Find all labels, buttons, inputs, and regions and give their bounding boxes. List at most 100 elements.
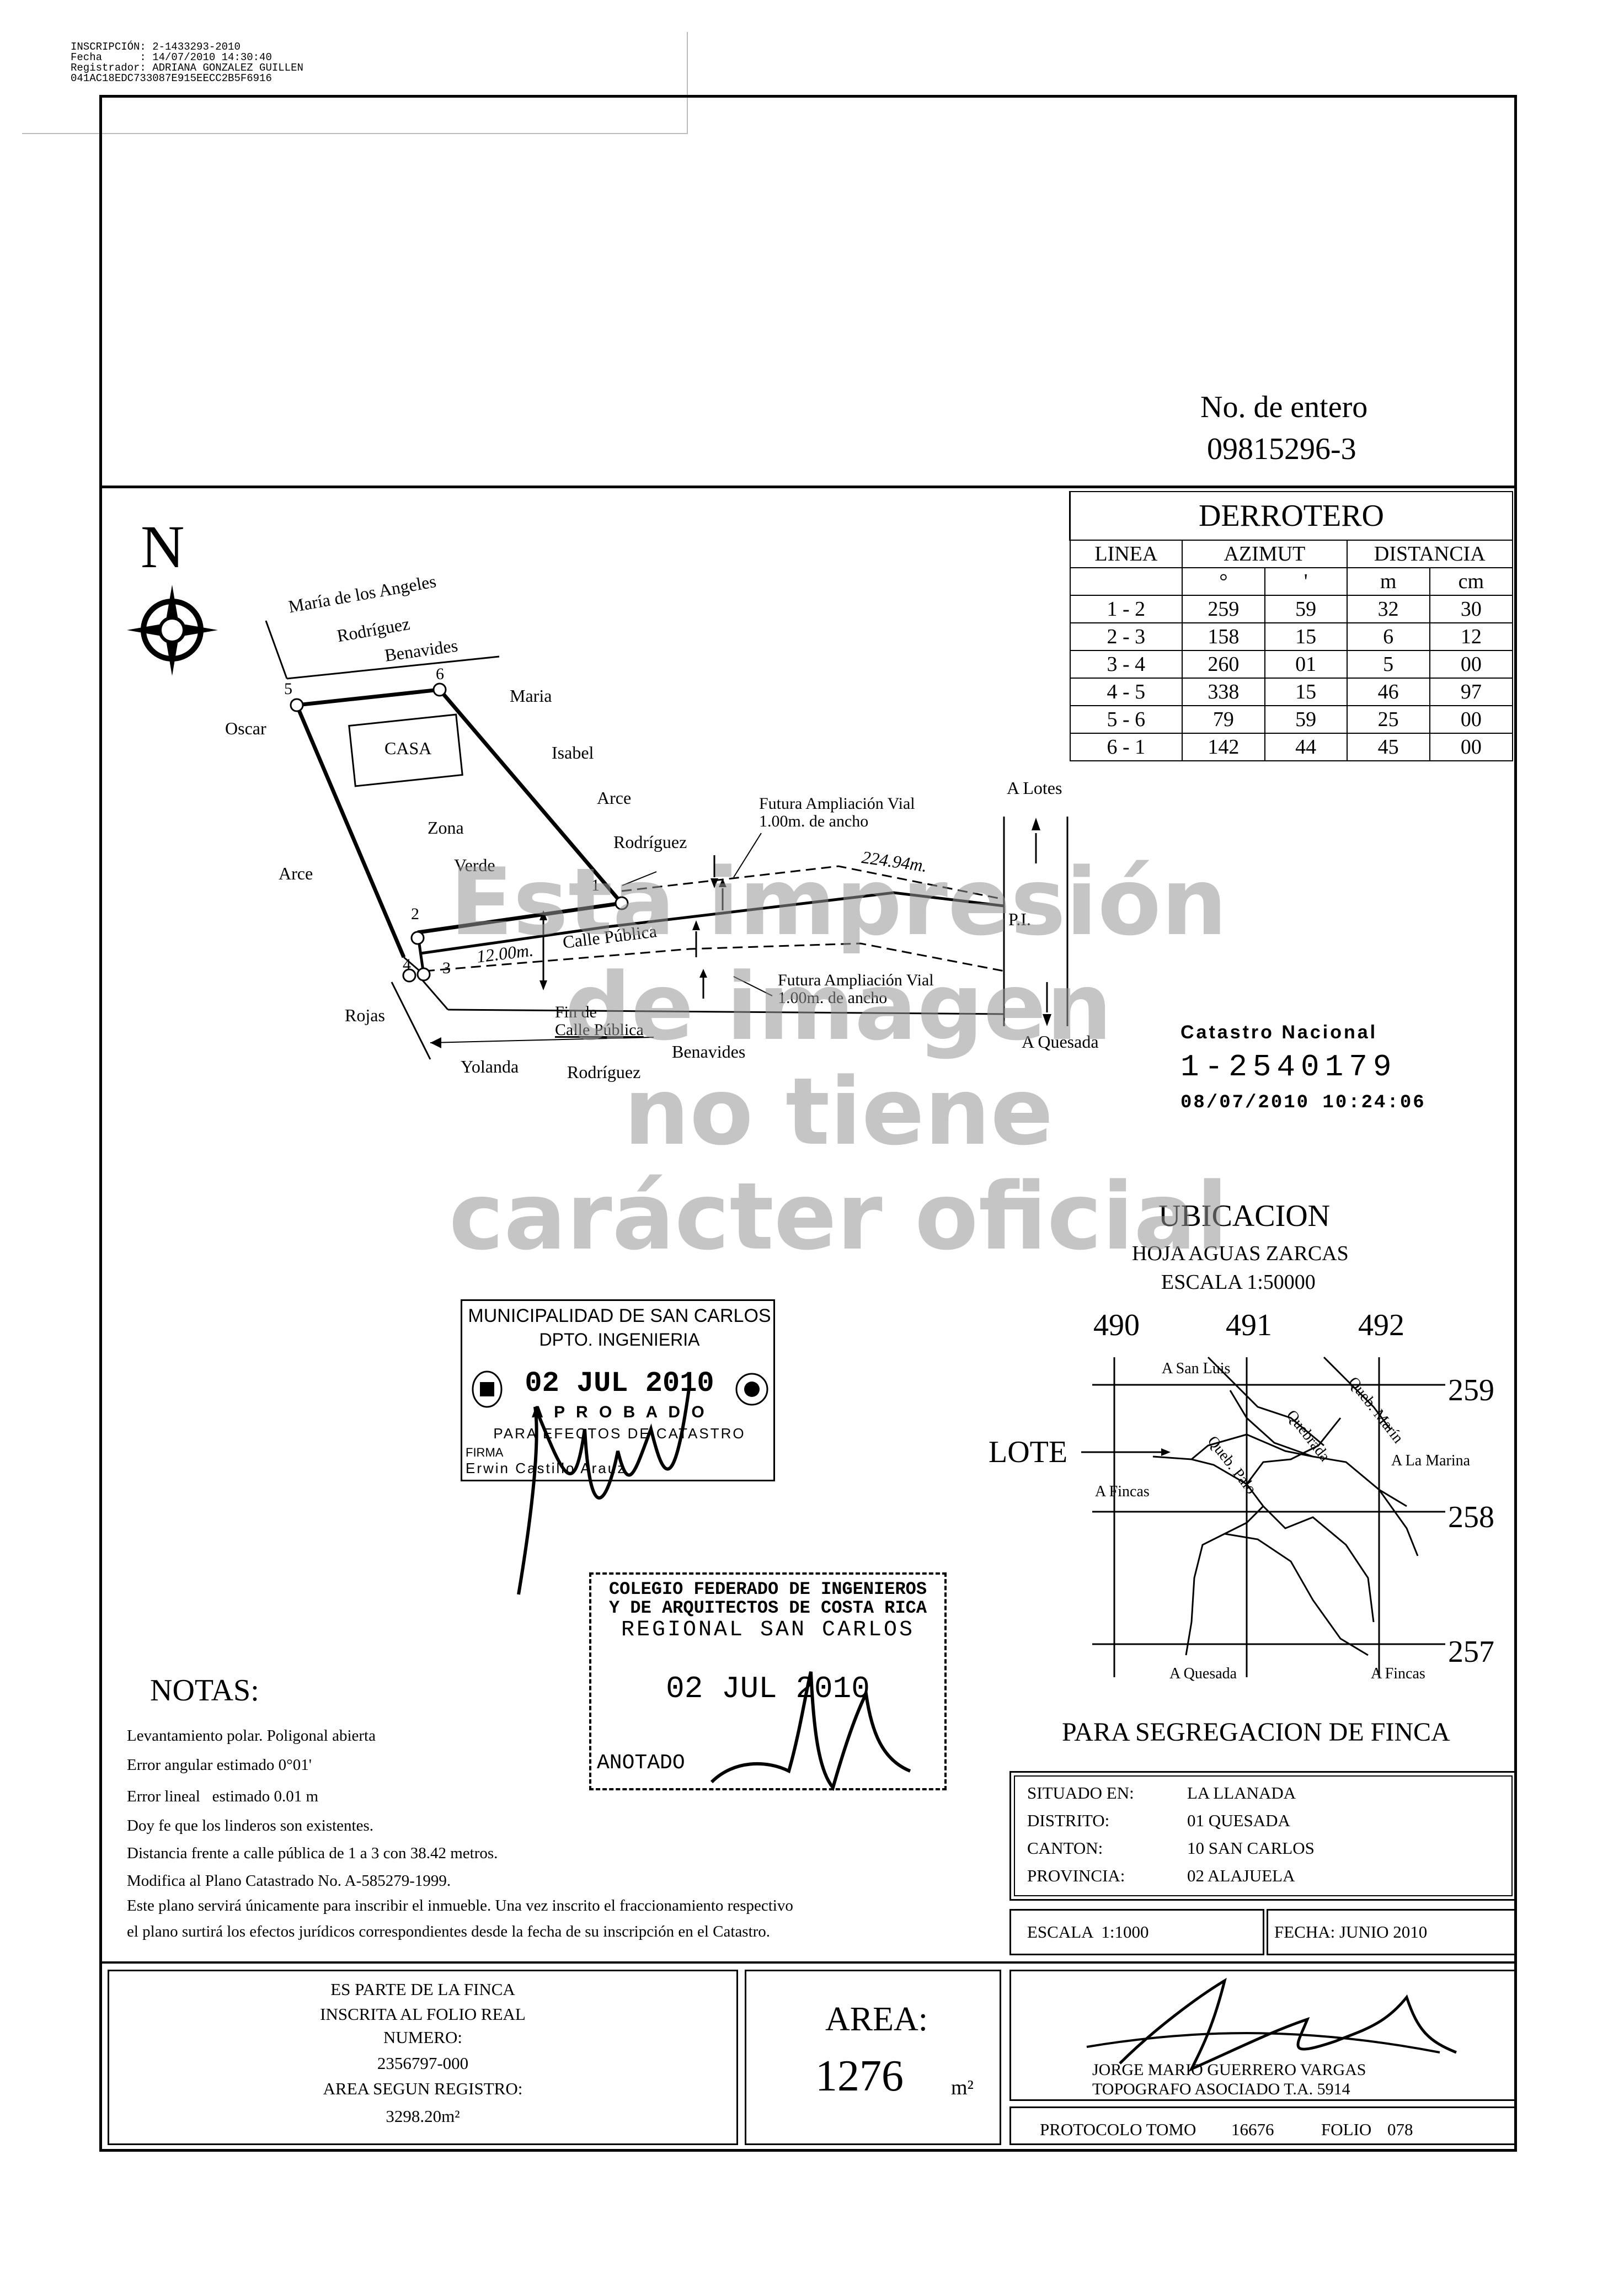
protocolo-tomo: 16676 bbox=[1231, 2120, 1274, 2139]
label-benavides-bottom: Benavides bbox=[672, 1042, 746, 1062]
situado-box bbox=[1009, 1771, 1517, 1901]
subheader-cm: cm bbox=[1429, 567, 1514, 596]
derrotero-title: DERROTERO bbox=[1069, 491, 1513, 541]
cell-deg: 260 bbox=[1182, 650, 1265, 679]
nota-line: el plano surtirá los efectos jurídicos c… bbox=[127, 1923, 771, 1940]
cell-linea: 5 - 6 bbox=[1069, 705, 1183, 734]
watermark-line-2: de imagen bbox=[564, 953, 1113, 1061]
cell-m: 45 bbox=[1346, 733, 1430, 761]
escala-box bbox=[1009, 1909, 1264, 1955]
nota-line: Este plano servirá únicamente para inscr… bbox=[127, 1897, 793, 1914]
muni-name: Erwin Castillo Arauz bbox=[466, 1460, 627, 1476]
label-arce-right: Arce bbox=[597, 788, 632, 808]
segregacion-title: PARA SEGREGACION DE FINCA bbox=[1062, 1718, 1450, 1747]
nota-line: Doy fe que los linderos son existentes. bbox=[127, 1817, 374, 1834]
point-5-label: 5 bbox=[284, 680, 292, 698]
subheader-blank bbox=[1069, 567, 1183, 596]
label-oscar: Oscar bbox=[225, 718, 266, 738]
label-futura-top-1: Futura Ampliación Vial bbox=[759, 794, 915, 813]
subheader-deg: ° bbox=[1182, 567, 1265, 596]
label-casa: CASA bbox=[384, 738, 432, 758]
coat-of-arms-icon bbox=[472, 1370, 503, 1408]
cell-cm: 00 bbox=[1429, 705, 1514, 734]
municipal-signature bbox=[517, 1384, 691, 1595]
muni-stamp: MUNICIPALIDAD DE SAN CARLOS DPTO. INGENI… bbox=[461, 1299, 775, 1481]
location-map bbox=[1081, 1356, 1445, 1677]
cell-linea: 1 - 2 bbox=[1069, 595, 1183, 623]
grid-y-259: 259 bbox=[1448, 1373, 1494, 1407]
entry-label: No. de entero bbox=[1200, 390, 1368, 424]
label-futura-bot-2: 1.00m. de ancho bbox=[778, 989, 888, 1007]
cell-cm: 30 bbox=[1429, 595, 1514, 623]
label-futura-bot-1: Futura Ampliación Vial bbox=[778, 971, 934, 989]
point-4-label: 4 bbox=[403, 956, 411, 974]
header-azimut: AZIMUT bbox=[1182, 540, 1348, 568]
area-box bbox=[745, 1970, 1001, 2145]
header-distancia: DISTANCIA bbox=[1346, 540, 1514, 568]
label-pi: P.I. bbox=[1008, 909, 1031, 929]
protocolo-folio: 078 bbox=[1387, 2120, 1413, 2139]
cell-min: 59 bbox=[1264, 595, 1348, 623]
muni-firma: FIRMA bbox=[466, 1446, 504, 1459]
cell-m: 6 bbox=[1346, 622, 1430, 651]
situado-label: SITUADO EN: bbox=[1027, 1783, 1134, 1802]
plan-frame bbox=[99, 95, 1517, 2152]
registration-line-2: Fecha : 14/07/2010 14:30:40 bbox=[71, 51, 272, 63]
finca-box bbox=[108, 1970, 738, 2145]
label-a-lotes: A Lotes bbox=[1007, 778, 1062, 798]
cell-min: 01 bbox=[1264, 650, 1348, 679]
topografo-box bbox=[1009, 1970, 1517, 2101]
cell-cm: 00 bbox=[1429, 650, 1514, 679]
map-a-fincas-bottom: A Fincas bbox=[1371, 1665, 1425, 1682]
cell-min: 15 bbox=[1264, 678, 1348, 706]
cell-min: 59 bbox=[1264, 705, 1348, 734]
watermark: Esta impresión de imagen no tiene caráct… bbox=[342, 850, 1335, 1269]
muni-line-1: MUNICIPALIDAD DE SAN CARLOS bbox=[468, 1305, 771, 1326]
cell-min: 44 bbox=[1264, 733, 1348, 761]
cell-cm: 00 bbox=[1429, 733, 1514, 761]
cell-cm: 97 bbox=[1429, 678, 1514, 706]
finca-line-6: 3298.20m² bbox=[386, 2106, 460, 2126]
label-arce-left: Arce bbox=[279, 863, 313, 883]
label-maria: Maria bbox=[510, 686, 552, 706]
muni-line-3: A P R O B A D O bbox=[531, 1403, 708, 1421]
canton-label: CANTON: bbox=[1027, 1838, 1103, 1858]
topografo-title: TOPOGRAFO ASOCIADO T.A. 5914 bbox=[1092, 2080, 1350, 2098]
label-futura-top-2: 1.00m. de ancho bbox=[759, 812, 869, 830]
point-1-label: 1 bbox=[591, 876, 600, 894]
cell-m: 46 bbox=[1346, 678, 1430, 706]
cell-m: 25 bbox=[1346, 705, 1430, 734]
label-yolanda: Yolanda bbox=[461, 1057, 519, 1076]
grid-x-492: 492 bbox=[1358, 1308, 1404, 1342]
registration-line-1: INSCRIPCIÓN: 2-1433293-2010 bbox=[71, 41, 241, 53]
nota-line: Modifica al Plano Catastrado No. A-58527… bbox=[127, 1872, 451, 1890]
map-a-san-luis: A San Luis bbox=[1162, 1360, 1231, 1377]
subheader-m: m bbox=[1346, 567, 1430, 596]
nota-line: Error lineal estimado 0.01 m bbox=[127, 1788, 319, 1805]
cell-linea: 2 - 3 bbox=[1069, 622, 1183, 651]
point-3-label: 3 bbox=[442, 959, 451, 977]
notas-title: NOTAS: bbox=[150, 1673, 259, 1708]
fecha-value: FECHA: JUNIO 2010 bbox=[1274, 1922, 1428, 1942]
label-verde: Verde bbox=[454, 855, 495, 875]
provincia-value: 02 ALAJUELA bbox=[1187, 1866, 1295, 1885]
catastro-label: Catastro Nacional bbox=[1180, 1022, 1378, 1043]
distrito-label: DISTRITO: bbox=[1027, 1811, 1110, 1830]
seal-icon bbox=[735, 1373, 768, 1406]
watermark-line-1: Esta impresión bbox=[450, 848, 1227, 956]
muni-line-2: DPTO. INGENIERIA bbox=[539, 1330, 700, 1350]
lote-label: LOTE bbox=[989, 1435, 1068, 1469]
subheader-min: ' bbox=[1264, 567, 1348, 596]
colegio-date: 02 JUL 2010 bbox=[666, 1671, 870, 1706]
cell-m: 5 bbox=[1346, 650, 1430, 679]
cell-deg: 259 bbox=[1182, 595, 1265, 623]
watermark-line-4: carácter oficial bbox=[448, 1162, 1228, 1271]
colegio-signature bbox=[710, 1671, 911, 1791]
finca-line-4: 2356797-000 bbox=[377, 2054, 469, 2073]
fecha-box bbox=[1267, 1909, 1517, 1955]
map-a-fincas-left: A Fincas bbox=[1095, 1483, 1150, 1500]
label-fin-2: Calle Pública bbox=[555, 1021, 644, 1039]
